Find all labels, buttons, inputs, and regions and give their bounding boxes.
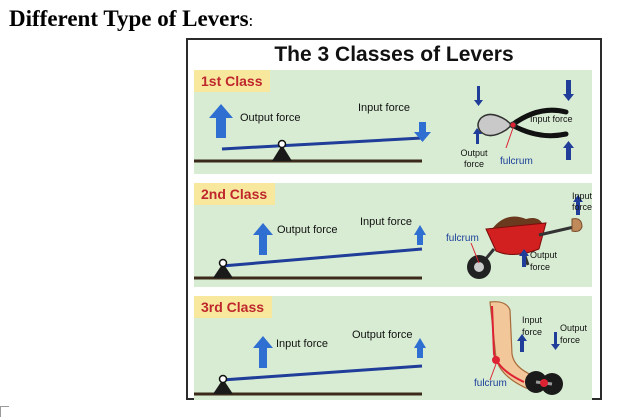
arm-dumbbell-icon: [489, 301, 563, 395]
third-class-lever-art: [194, 301, 563, 396]
first-class-lever-art: [194, 80, 574, 163]
input-force-arrow-icon: [414, 122, 431, 142]
wheelbarrow-output-force-label: Output force: [530, 250, 558, 272]
output-force-arrow-icon: [253, 223, 273, 255]
wheelbarrow-icon: [467, 216, 583, 279]
page-heading: Different Type of Levers:: [9, 6, 253, 32]
arm-input-arrow-icon: [517, 334, 527, 352]
wheelbarrow-output-arrow-icon: [519, 249, 529, 267]
diagram-title: The 3 Classes of Levers: [274, 43, 514, 66]
second-class-lever-art: [194, 195, 583, 280]
input-force-arrow-icon: [414, 225, 426, 245]
input-force-arrow-icon: [253, 336, 273, 368]
output-force-label: Output force: [277, 224, 338, 236]
fulcrum-triangle: [213, 263, 233, 278]
third-class-tag: 3rd Class: [194, 296, 273, 318]
pliers-top-arrow-icon: [474, 86, 483, 106]
input-force-label: Input force: [360, 216, 412, 228]
lever-beam: [221, 136, 423, 151]
wheelbarrow-input-arrow-icon: [573, 195, 583, 215]
pliers-fulcrum-label: fulcrum: [500, 156, 533, 167]
heading-colon: :: [248, 11, 254, 30]
fulcrum-pointer: [489, 363, 497, 381]
third-class-section: 3rd Class Input force Output force: [194, 296, 592, 400]
pivot-icon: [277, 139, 287, 149]
pliers-output-arrow-icon: [473, 128, 482, 144]
arm-output-force-label: Output force: [560, 323, 588, 345]
pivot-icon: [218, 374, 228, 384]
output-force-arrow-icon: [209, 104, 233, 138]
wheelbarrow-fulcrum-label: fulcrum: [446, 233, 479, 244]
second-class-section: 2nd Class Output force Inp: [194, 183, 592, 287]
heading-text: Different Type of Levers: [9, 6, 249, 31]
fulcrum-triangle: [213, 379, 233, 394]
pivot-icon: [218, 258, 228, 268]
levers-diagram: The 3 Classes of Levers 1st Class: [186, 38, 602, 400]
arm-fulcrum-label: fulcrum: [474, 378, 507, 389]
arm-input-force-label: Input force: [522, 315, 543, 337]
fulcrum-pointer: [505, 127, 514, 149]
pliers-input-bottom-arrow-icon: [563, 141, 574, 160]
output-force-label: Output force: [240, 112, 301, 124]
fulcrum-triangle: [272, 145, 292, 161]
first-class-tag: 1st Class: [194, 70, 271, 92]
arm-output-arrow-icon: [551, 332, 560, 350]
pliers-output-force-label: Output force: [460, 148, 488, 169]
input-force-label: Input force: [276, 338, 328, 350]
wheelbarrow-input-force-label: Input force: [572, 191, 593, 212]
text-cursor-marker: [0, 406, 9, 417]
first-class-section: 1st Class Output force Input force: [194, 70, 592, 174]
output-force-arrow-icon: [414, 338, 426, 358]
pliers-icon: [477, 107, 569, 139]
fulcrum-pointer: [470, 242, 480, 264]
output-force-label: Output force: [352, 329, 413, 341]
pliers-input-top-arrow-icon: [563, 80, 574, 101]
second-class-tag: 2nd Class: [194, 183, 276, 205]
input-force-label: Input force: [358, 102, 410, 114]
pliers-input-force-label: Input force: [530, 114, 573, 124]
lever-beam: [221, 247, 423, 268]
lever-beam: [221, 364, 423, 382]
